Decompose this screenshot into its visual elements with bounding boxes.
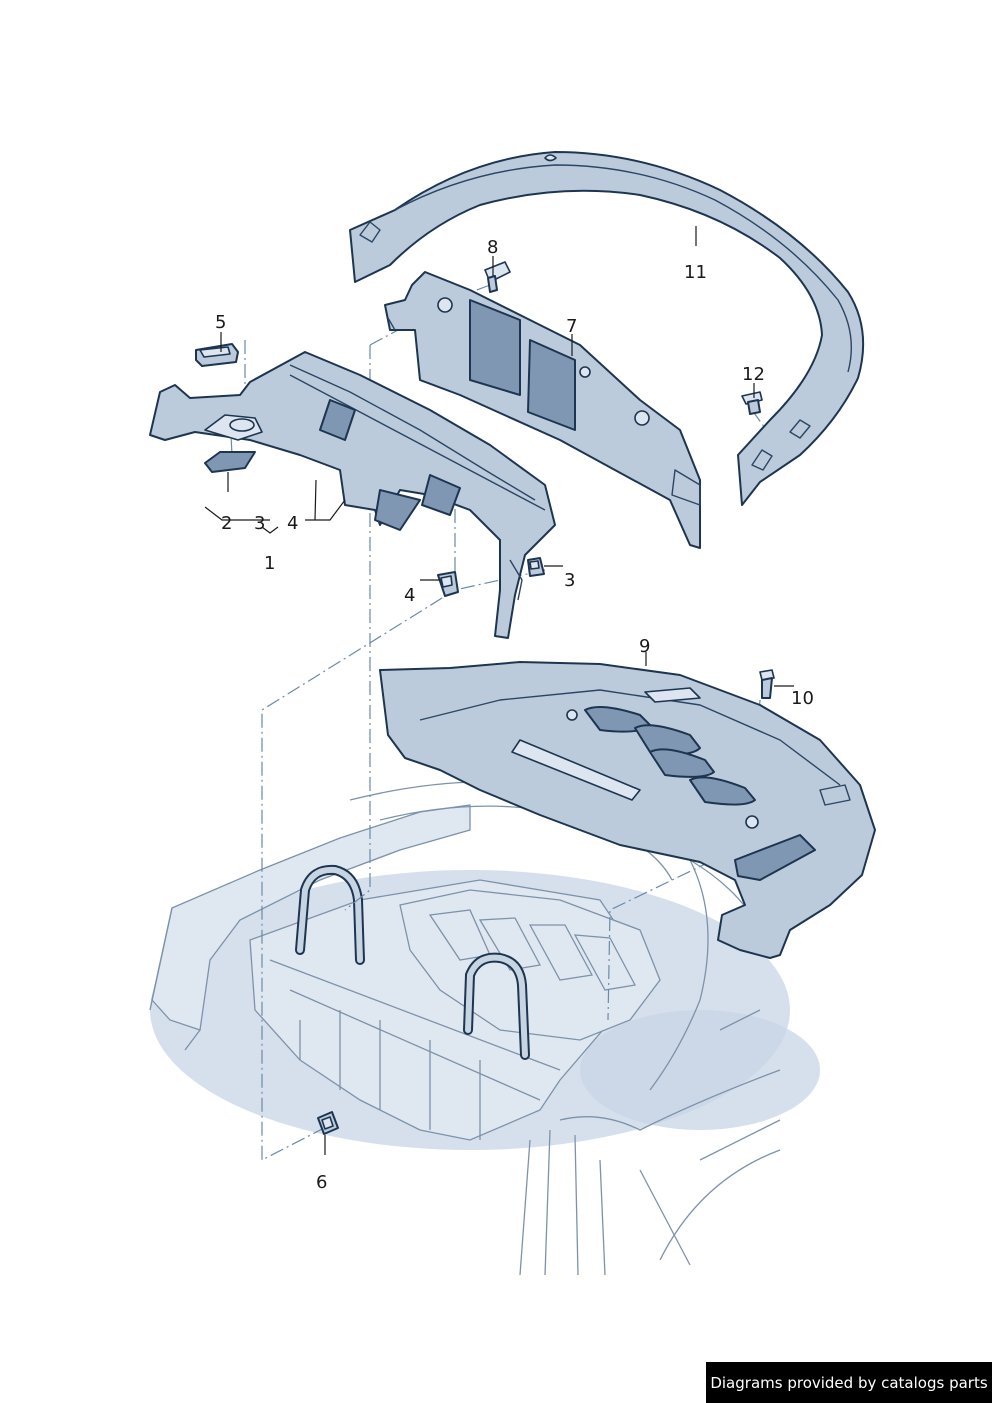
callout-8: 8 (487, 237, 498, 258)
part-9-shelf-cover (379, 661, 876, 959)
callout-9: 9 (639, 636, 650, 657)
callout-3b: 3 (564, 570, 575, 591)
callout-2: 2 (221, 513, 232, 534)
callout-1: 1 (264, 553, 275, 574)
callout-11: 11 (684, 262, 707, 283)
part-3-clip (527, 557, 545, 577)
callout-5: 5 (215, 312, 226, 333)
callout-7: 7 (566, 316, 577, 337)
vehicle-body (149, 781, 820, 1276)
callout-10: 10 (791, 688, 814, 709)
leader-lines (204, 226, 794, 1155)
part-7-inner-panel (384, 271, 701, 549)
watermark-credit: Diagrams provided by catalogs parts (706, 1362, 992, 1403)
part-4-clip (437, 571, 459, 597)
callout-3a: 3 (254, 513, 265, 534)
part-2-pad (204, 451, 256, 473)
part-10-screw (759, 669, 775, 699)
callout-labels: 11 8 7 5 12 2 3 4 1 3 4 9 10 6 (215, 237, 814, 1193)
callout-4b: 4 (404, 585, 415, 606)
part-8-screw (484, 261, 511, 293)
part-11-frame-trim (349, 151, 865, 506)
part-5-bracket (195, 343, 239, 367)
part-12-clip (741, 391, 763, 415)
part-1-rear-trim-panel (149, 351, 556, 639)
part-6-clip (317, 1111, 339, 1135)
callout-12: 12 (742, 364, 765, 385)
callout-6: 6 (316, 1172, 327, 1193)
callout-4a: 4 (287, 513, 298, 534)
